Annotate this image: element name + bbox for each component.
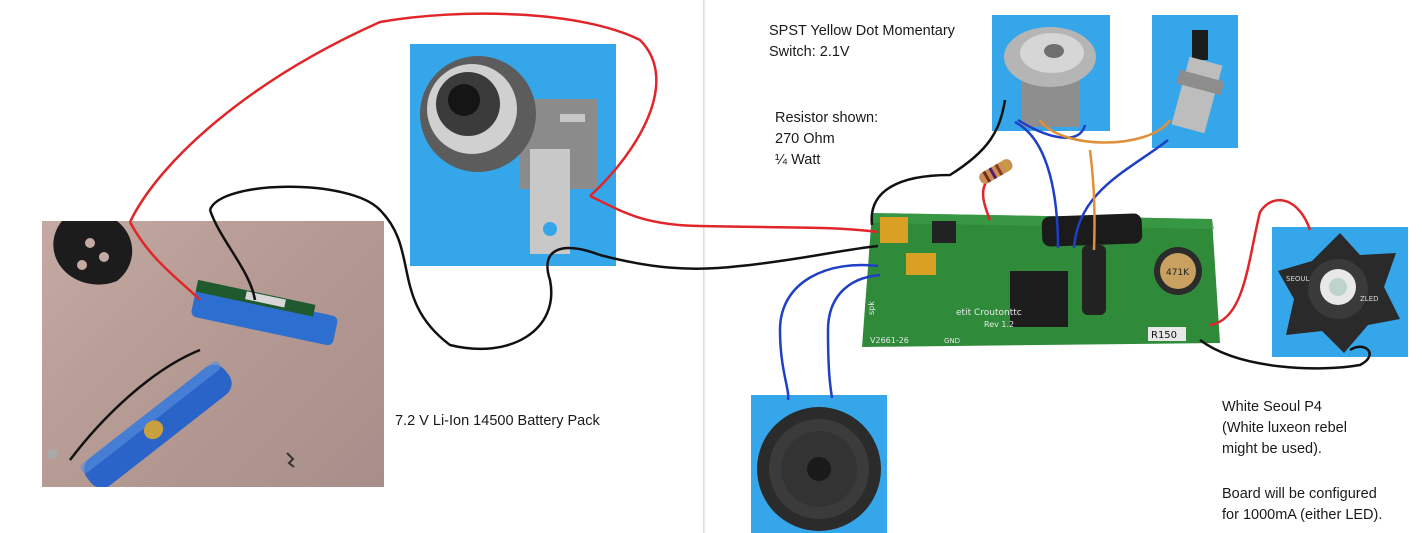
circuit-board-drawing: 471K R150 etit Croutonttc Rev 1.2 V2661-… — [862, 213, 1220, 347]
speaker-photo — [751, 395, 887, 533]
resistor-component — [979, 159, 1013, 184]
led-label-line1: White Seoul P4 — [1222, 399, 1322, 415]
led-label: White Seoul P4 (White luxeon rebel might… — [1222, 397, 1347, 460]
switch-label-line2: Switch: 2.1V — [769, 44, 850, 60]
led-star-drawing: SEOUL ZLED — [1278, 233, 1400, 353]
board-config-line2: for 1000mA (either LED). — [1222, 507, 1383, 523]
switch-label: SPST Yellow Dot Momentary Switch: 2.1V — [769, 21, 955, 63]
board-config-label: Board will be configured for 1000mA (eit… — [1222, 484, 1382, 526]
dc-jack-photo — [410, 44, 616, 266]
led-label-line3: might be used). — [1222, 441, 1322, 457]
battery-pack-drawing — [47, 221, 338, 487]
black-wire-jack-board — [599, 244, 879, 270]
resistor-label: Resistor shown: 270 Ohm ¼ Watt — [775, 108, 878, 171]
board-brand-label: etit Croutonttc — [956, 308, 1022, 318]
led-mark-left: SEOUL — [1286, 275, 1309, 283]
board-rev-label: Rev 1.2 — [984, 320, 1014, 329]
dc-jack-drawing — [420, 56, 598, 254]
resistor-label-line1: Resistor shown: — [775, 110, 879, 126]
led-label-line2: (White luxeon rebel — [1222, 420, 1347, 436]
battery-label: 7.2 V Li-Ion 14500 Battery Pack — [395, 413, 600, 429]
page-divider — [703, 0, 706, 533]
speaker-drawing — [757, 407, 881, 531]
board-code-label: V2661-26 — [870, 336, 909, 345]
led-mark-right: ZLED — [1360, 295, 1379, 303]
circuit-board-photo: 471K R150 etit Croutonttc Rev 1.2 V2661-… — [862, 205, 1222, 355]
resistor-label-line2: 270 Ohm — [775, 131, 835, 147]
momentary-switch-photo — [992, 15, 1110, 131]
switch-label-line1: SPST Yellow Dot Momentary — [769, 23, 955, 39]
board-gnd-label: GND — [944, 337, 960, 345]
board-resistor-label: R150 — [1151, 330, 1177, 341]
board-spk-label: spk — [867, 301, 876, 315]
battery-pack-photo — [42, 221, 384, 487]
momentary-switch-drawing — [1004, 27, 1096, 127]
pushbutton-switch-photo — [1152, 15, 1238, 148]
resistor-label-line3: ¼ Watt — [775, 152, 821, 168]
led-star-photo: SEOUL ZLED — [1272, 227, 1408, 357]
inductor-label: 471K — [1166, 268, 1190, 278]
pushbutton-switch-drawing — [1171, 30, 1225, 134]
board-config-line1: Board will be configured — [1222, 486, 1377, 502]
red-wire-jack-board — [589, 194, 879, 234]
